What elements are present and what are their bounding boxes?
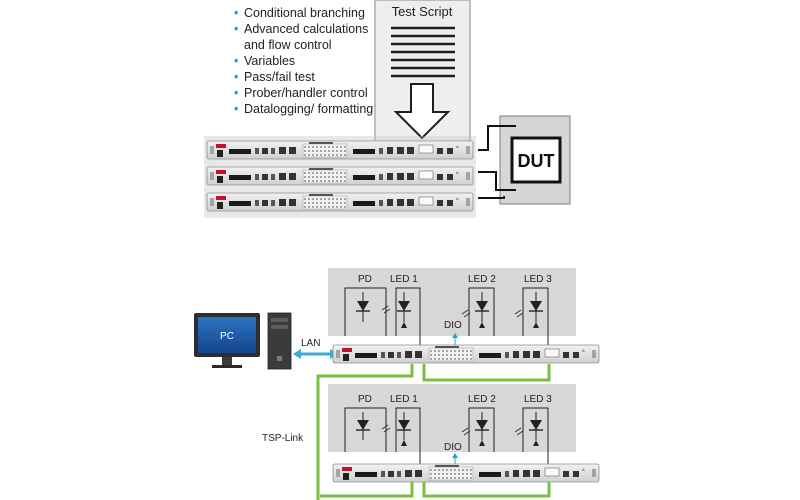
instrument-unit [206,166,474,186]
dio-label: DIO [444,320,462,331]
led3-label: LED 3 [524,274,552,285]
test-script-title: Test Script [392,4,453,19]
download-arrow-icon [393,83,451,140]
feature-item: Prober/handler control [234,85,373,101]
lan-connection: LAN [293,338,338,359]
dut-label: DUT [518,151,555,171]
tsp-link-label: TSP-Link [262,433,304,444]
instrument-unit [332,463,600,483]
led1-label: LED 1 [390,394,418,405]
feature-item: Variables [234,53,373,69]
led-test-panel: PD LED 1 LED 2 LED 3 DIO [328,384,576,466]
led2-label: LED 2 [468,394,496,405]
led1-label: LED 1 [390,274,418,285]
feature-item: Pass/fail test [234,69,373,85]
dut-fixture: DUT [478,115,571,205]
instrument-unit [332,344,600,364]
instrument-rack [204,136,476,218]
dio-label: DIO [444,442,462,453]
led3-label: LED 3 [524,394,552,405]
feature-item: Conditional branching [234,5,373,21]
instrument-unit [206,140,474,160]
pc-label: PC [220,331,234,342]
pd-label: PD [358,394,372,405]
lan-label: LAN [301,338,320,349]
feature-list: Conditional branching Advanced calculati… [234,5,373,117]
instrument-unit [206,192,474,212]
pd-label: PD [358,274,372,285]
tsp-link-cabling [316,364,551,500]
led2-label: LED 2 [468,274,496,285]
feature-item: Datalogging/ formatting [234,101,373,117]
test-script-document: Test Script [374,0,471,143]
led-test-panel: PD LED 1 LED 2 LED 3 DIO [328,268,576,346]
pc-computer: PC [194,312,292,370]
